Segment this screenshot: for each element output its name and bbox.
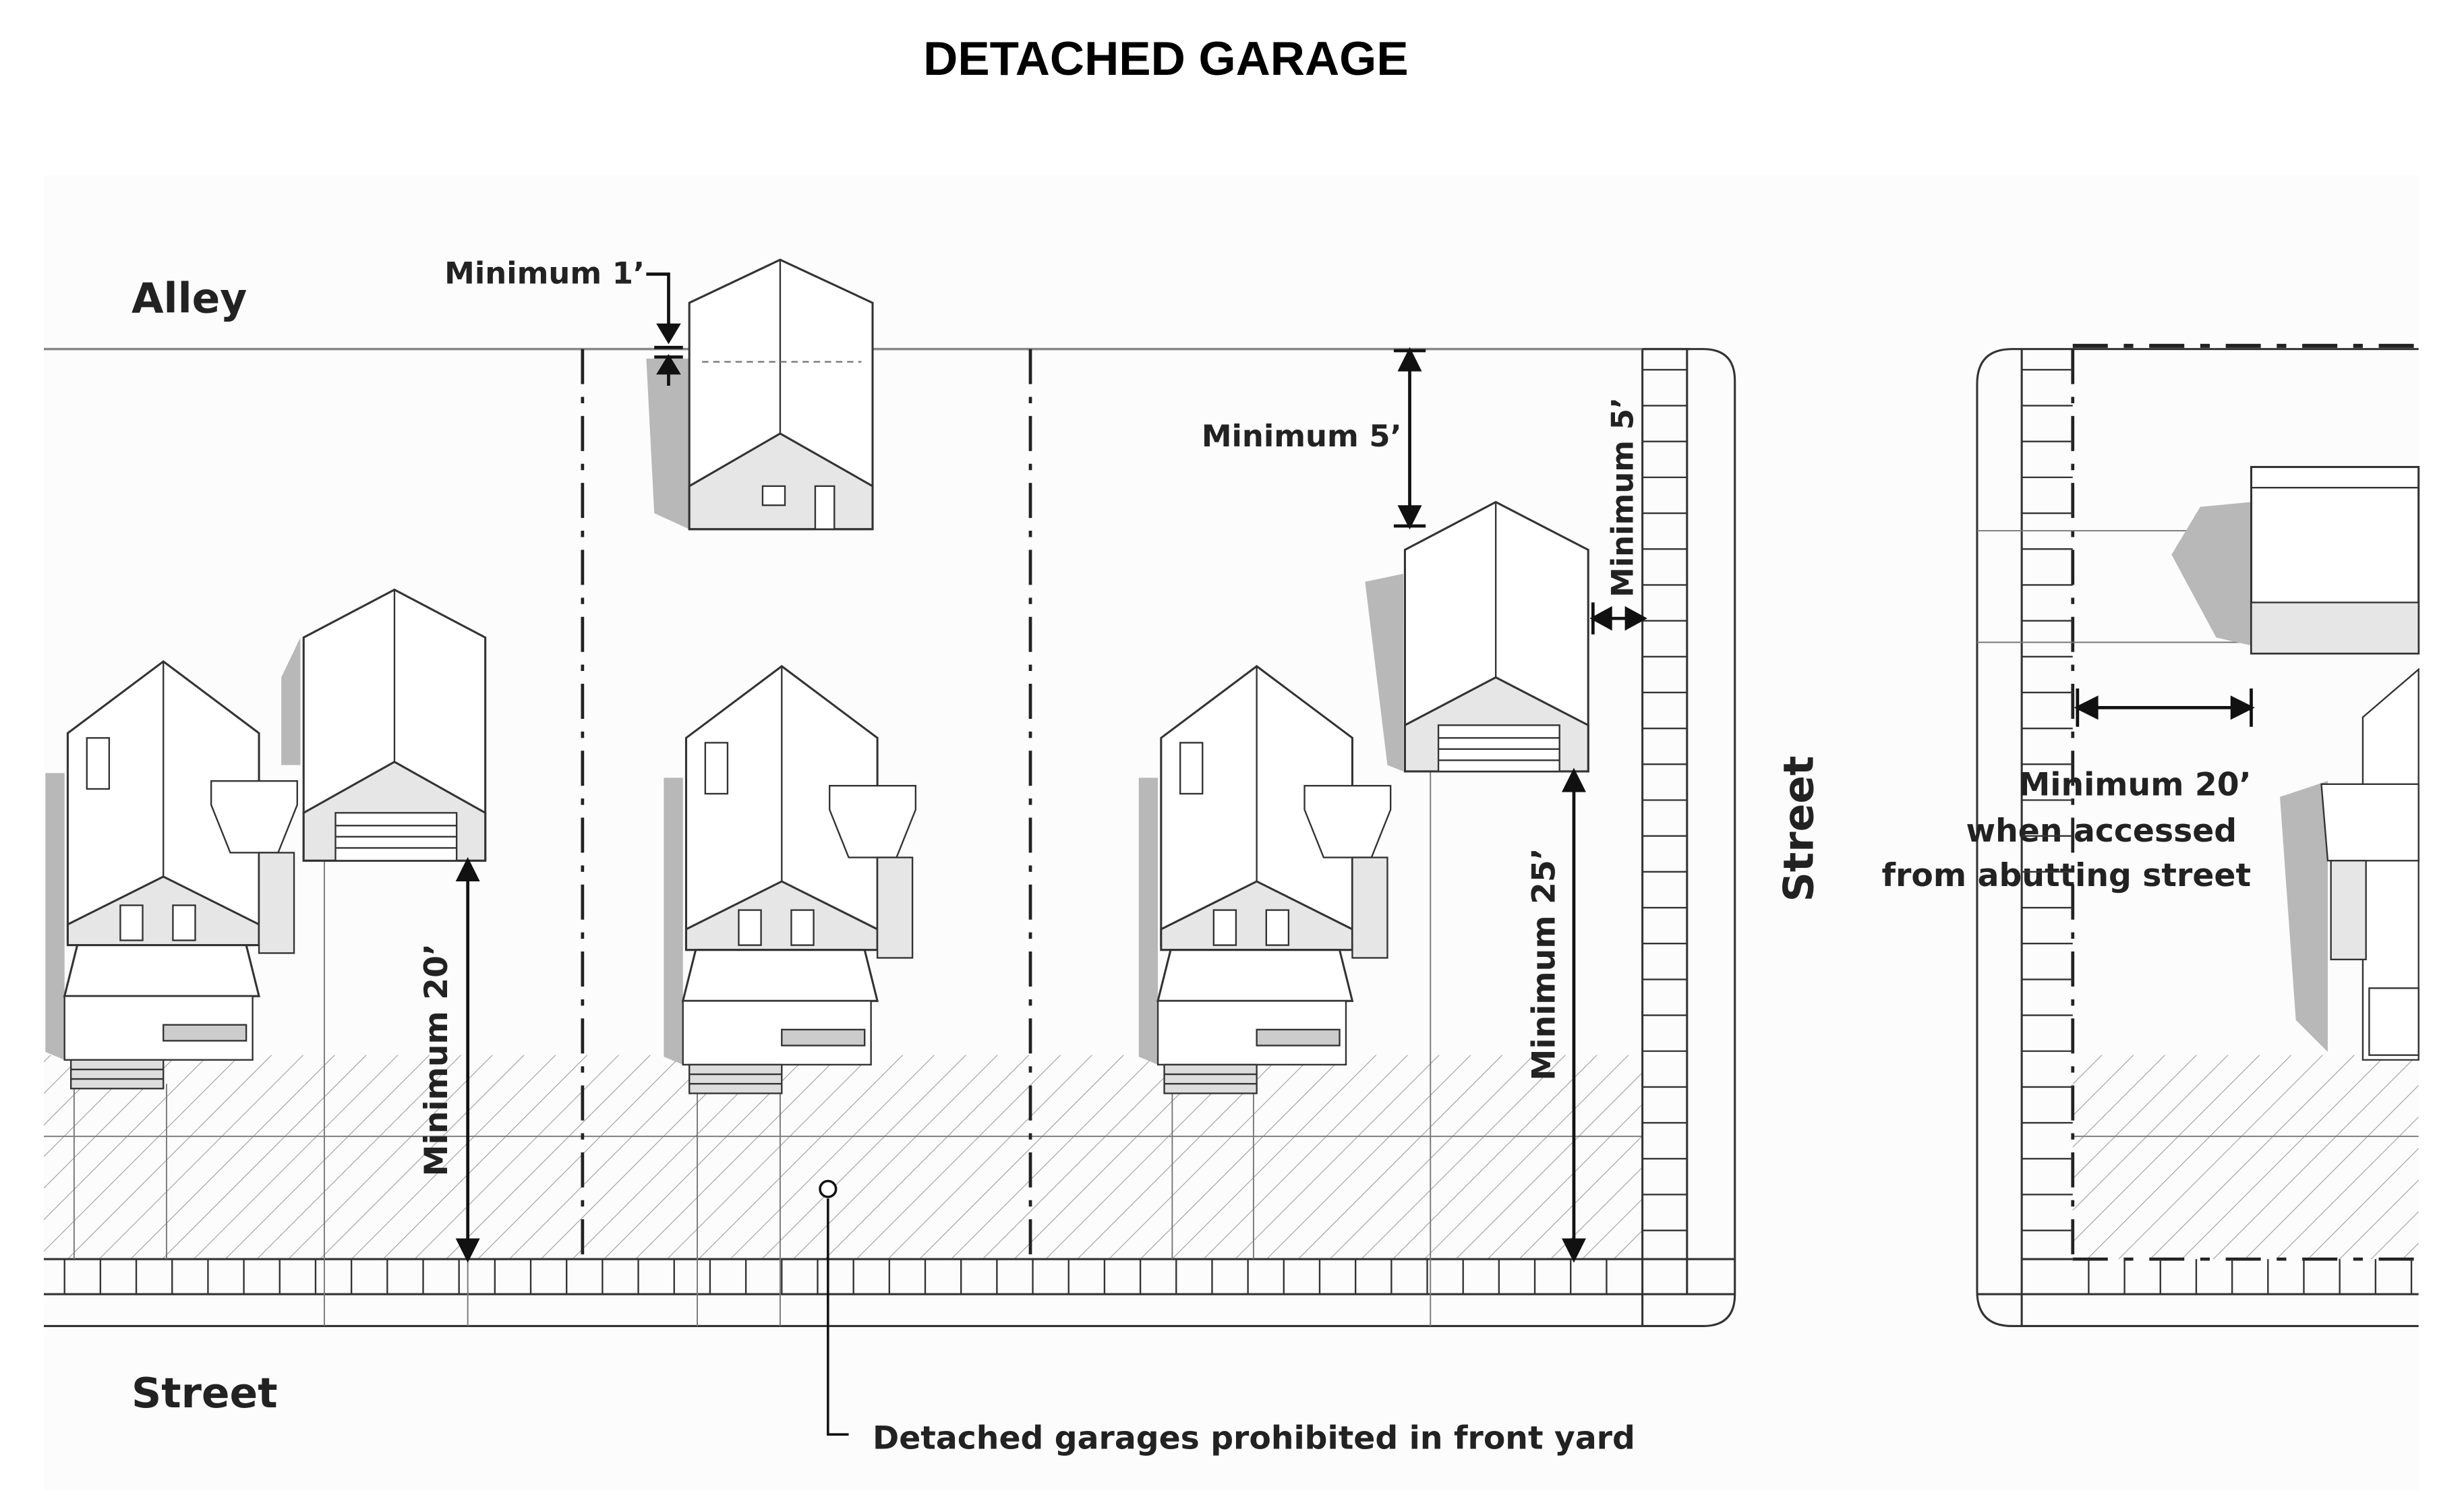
minimum-5ft-rear-label: Minimum 5’ bbox=[1202, 418, 1402, 454]
minimum-1ft-label: Minimum 1’ bbox=[444, 256, 645, 291]
label-line: when accessed bbox=[1966, 813, 2237, 850]
garage-partial-right bbox=[2171, 465, 2420, 655]
sidewalk-bottom bbox=[43, 1258, 1735, 1295]
front-yard-hatch bbox=[43, 1055, 1643, 1260]
right-block-outline bbox=[1976, 348, 2419, 1328]
minimum-20ft-abutting-label: Minimum 20’ when accessed from abutting … bbox=[1882, 766, 2252, 894]
street-label-side: Street bbox=[1776, 756, 1823, 902]
label-line: from abutting street bbox=[1882, 857, 2252, 894]
garage-front-20ft bbox=[281, 588, 487, 862]
sidewalk-side bbox=[1641, 349, 1689, 1326]
front-yard-note: Detached garages prohibited in front yar… bbox=[873, 1419, 1635, 1457]
minimum-25ft-label: Minimum 25’ bbox=[1526, 848, 1563, 1080]
right-front-yard-hatch bbox=[2072, 1055, 2419, 1260]
minimum-5ft-side-label: Minimum 5’ bbox=[1604, 397, 1640, 597]
minimum-20ft-label: Minimum 20’ bbox=[418, 943, 455, 1176]
block-outline bbox=[43, 348, 1736, 1328]
garage-side-street bbox=[1365, 500, 1589, 773]
garage-alley-1ft bbox=[646, 258, 874, 531]
house-partial-right bbox=[2280, 668, 2419, 1061]
label-line: Minimum 20’ bbox=[2018, 766, 2251, 803]
dimension-lines bbox=[455, 272, 2255, 1436]
diagram-title: DETACHED GARAGE bbox=[923, 32, 1408, 86]
street-label-bottom: Street bbox=[131, 1370, 278, 1417]
alley-label: Alley bbox=[131, 274, 247, 322]
